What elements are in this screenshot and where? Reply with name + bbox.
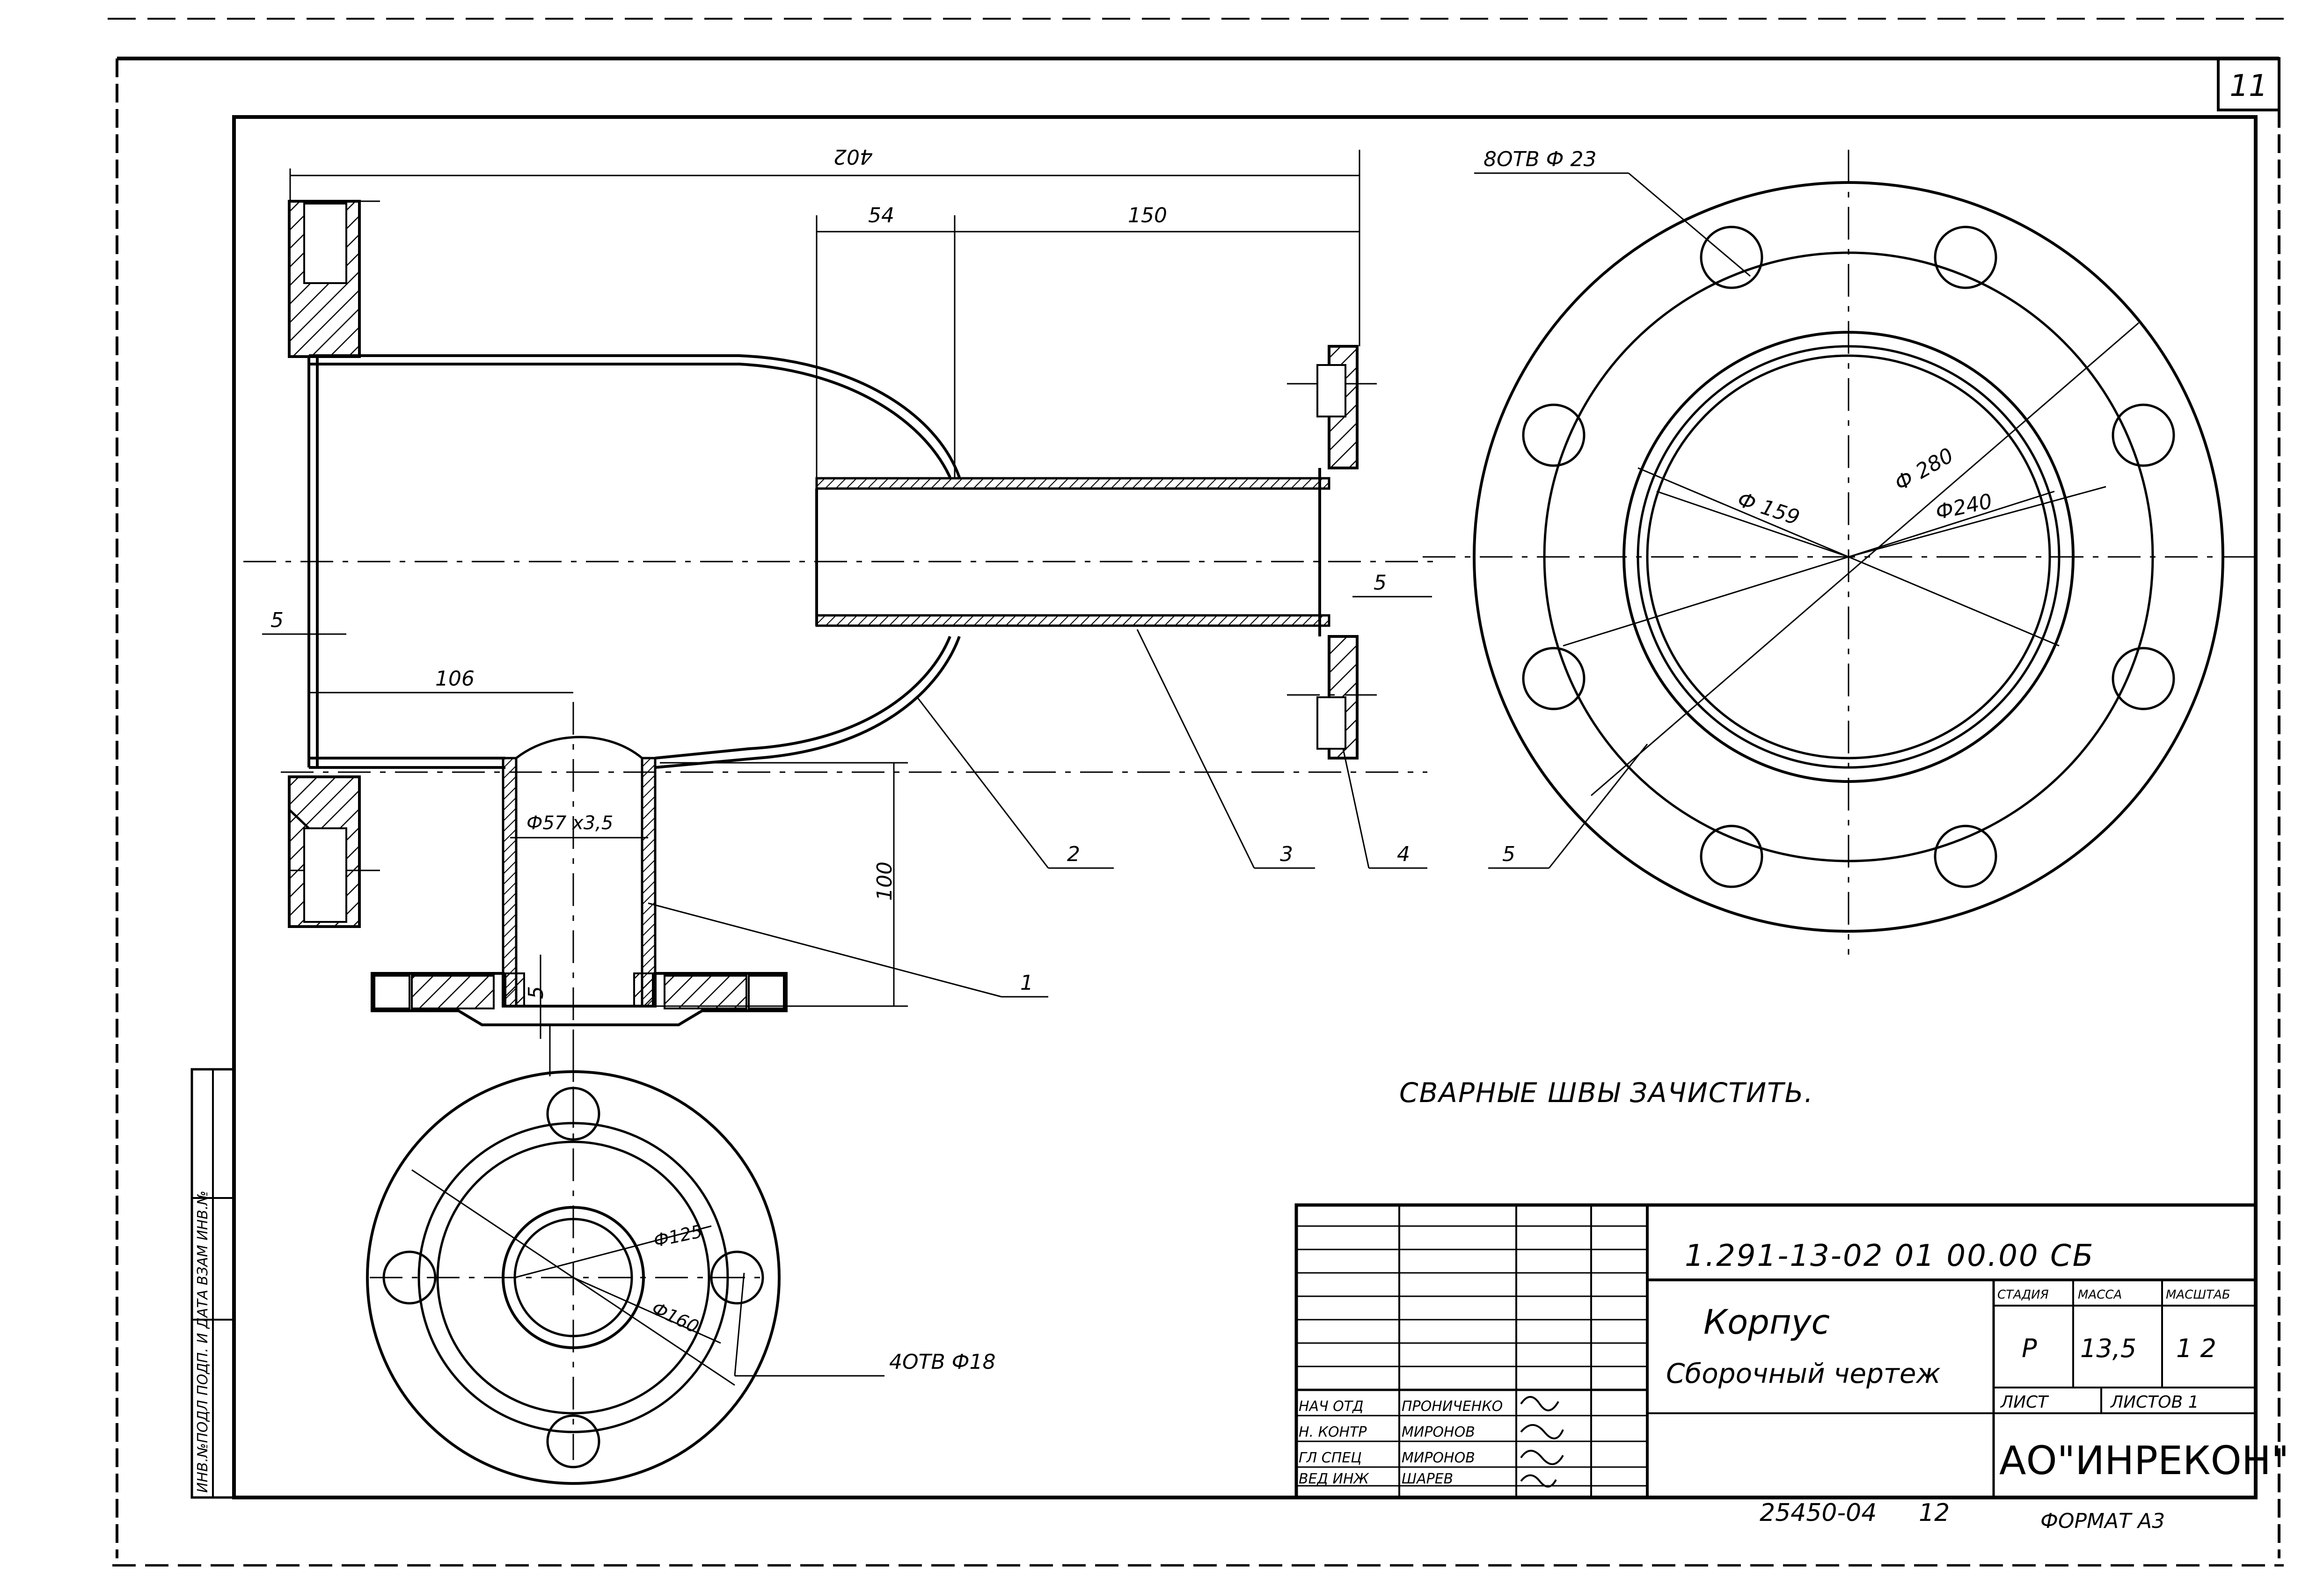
part-name: Корпус <box>1703 1302 1830 1342</box>
scale-value: 1 2 <box>2176 1334 2216 1363</box>
welding-note: СВАРНЫЕ ШВЫ ЗАЧИСТИТЬ. <box>1399 1077 1814 1109</box>
dim-pipe: Ф57 х3,5 <box>526 812 613 834</box>
document-code: 1.291-13-02 01 00.00 СБ <box>1685 1239 2095 1273</box>
role-1: НАЧ ОТД <box>1299 1398 1364 1415</box>
dim-5-right: 5 <box>1374 571 1387 595</box>
dim-5-nozzle: 5 <box>524 986 548 999</box>
side-stamp: ИНВ.№ПОДЛ ПОДП. И ДАТА ВЗАМ ИНВ.№ <box>190 1068 235 1499</box>
tee-main-view <box>288 200 1359 1026</box>
bolt-holes-small <box>382 1087 764 1468</box>
sheet-number-box: 11 <box>2217 57 2280 111</box>
name-4: ШАРЕВ <box>1402 1471 1453 1487</box>
small-flange-view <box>366 1034 781 1485</box>
dim-106: 106 <box>435 667 475 691</box>
dim-160: Ф160 <box>649 1298 702 1337</box>
header-mass: МАССА <box>2078 1288 2122 1302</box>
dim-125: Ф125 <box>652 1221 704 1251</box>
right-flange <box>1316 345 1359 760</box>
sheets-label: ЛИСТОВ 1 <box>2110 1393 2199 1412</box>
leader-lines <box>648 172 1751 1377</box>
footer-page: 12 <box>1919 1499 1950 1527</box>
part-label-4: 4 <box>1397 842 1410 866</box>
dim-54: 54 <box>868 204 894 227</box>
dim-overall-length: 402 <box>833 145 873 168</box>
part-label-1: 1 <box>1020 971 1033 995</box>
dimension-lines <box>262 150 1432 1076</box>
footer-code: 25450-04 <box>1760 1499 1877 1527</box>
dim-5-left: 5 <box>270 608 284 632</box>
body-shell <box>307 354 961 769</box>
mass-value: 13,5 <box>2080 1334 2136 1363</box>
hole-label-small: 4ОТВ Ф18 <box>889 1350 996 1374</box>
organization: АО"ИНРЕКОН" <box>1999 1438 2289 1483</box>
signature-mark <box>1520 1396 1564 1488</box>
inner-pipe <box>815 477 1330 627</box>
format-label: ФОРМАТ А3 <box>2040 1509 2165 1533</box>
part-label-2: 2 <box>1067 842 1080 866</box>
sheet-label: ЛИСТ <box>2000 1393 2049 1412</box>
bolt-holes-large <box>1522 226 2175 888</box>
title-block <box>1294 1203 2258 1499</box>
large-flange-view <box>1423 150 2260 955</box>
header-stage: СТАДИЯ <box>1997 1288 2049 1302</box>
header-scale: МАСШТАБ <box>2166 1288 2230 1302</box>
side-stamp-text: ИНВ.№ПОДЛ ПОДП. И ДАТА ВЗАМ ИНВ.№ <box>195 1191 211 1493</box>
role-4: ВЕД ИНЖ <box>1299 1471 1370 1487</box>
name-3: МИРОНОВ <box>1402 1450 1475 1466</box>
hole-label-large: 8ОТВ Ф 23 <box>1484 147 1597 171</box>
signature-rows: НАЧ ОТД Н. КОНТР ГЛ СПЕЦ ВЕД ИНЖ ПРОНИЧЕ… <box>1299 1396 1564 1488</box>
dim-100: 100 <box>873 862 897 901</box>
inner-frame <box>232 115 2258 1499</box>
dim-150: 150 <box>1128 204 1167 227</box>
name-2: МИРОНОВ <box>1402 1424 1475 1440</box>
role-3: ГЛ СПЕЦ <box>1299 1450 1362 1466</box>
sheet-number: 11 <box>2229 69 2267 103</box>
nozzle-flange <box>371 972 788 1026</box>
left-flange <box>288 200 361 928</box>
drawing-type: Сборочный чертеж <box>1666 1358 1941 1389</box>
stage-value: Р <box>2022 1334 2037 1363</box>
outer-frame <box>108 18 2284 1567</box>
role-2: Н. КОНТР <box>1299 1424 1367 1440</box>
part-label-3: 3 <box>1280 842 1293 866</box>
nozzle <box>502 736 657 1008</box>
part-label-5: 5 <box>1502 842 1515 866</box>
name-1: ПРОНИЧЕНКО <box>1402 1398 1503 1415</box>
